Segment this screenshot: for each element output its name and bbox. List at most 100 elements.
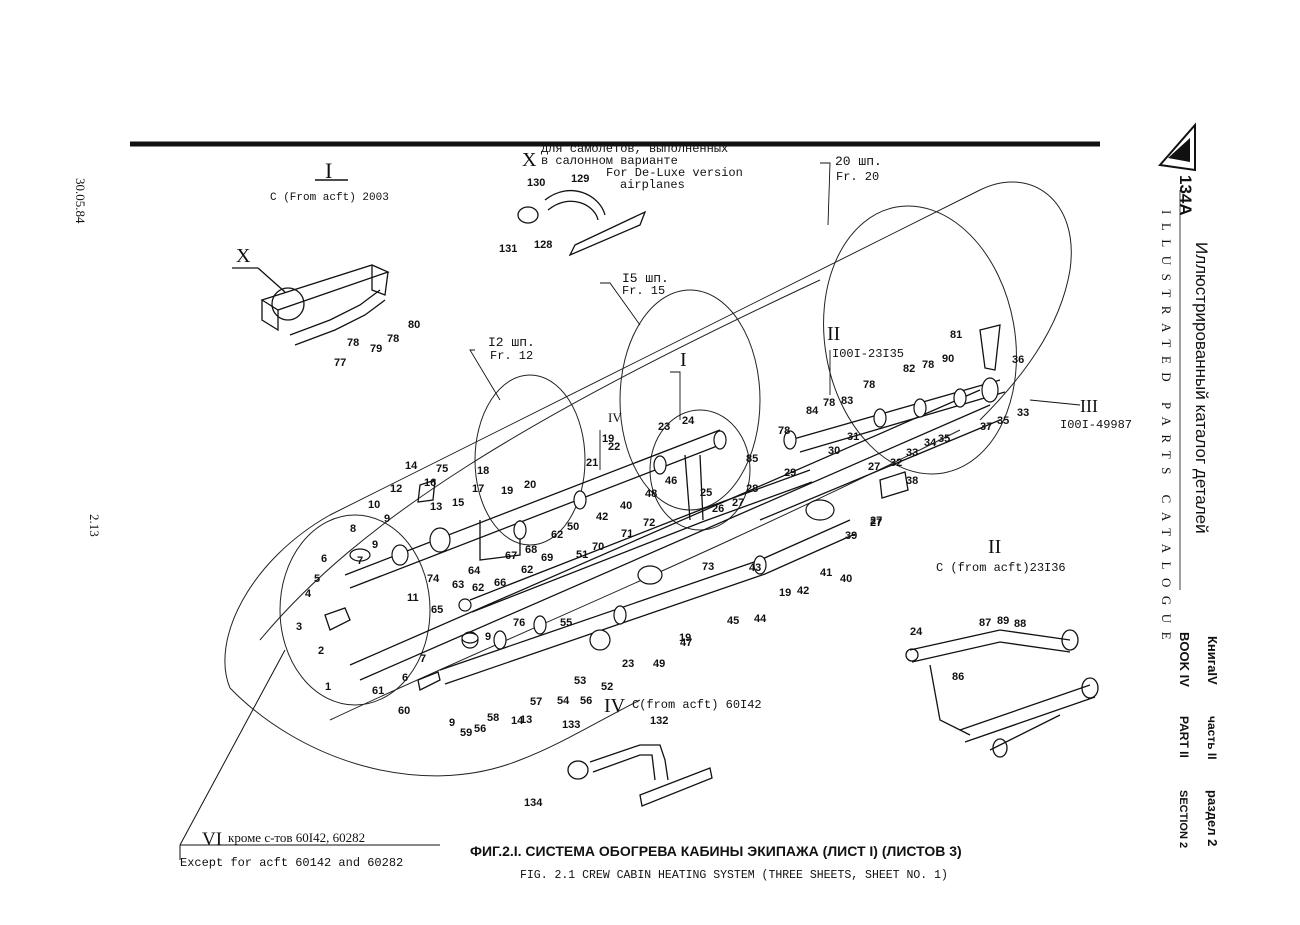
callout-number: 2 — [318, 645, 324, 657]
callout-number: 7 — [420, 653, 426, 665]
callout-number: 131 — [499, 243, 517, 255]
callout-number: 22 — [608, 441, 620, 453]
fuselage-outline — [224, 181, 1072, 777]
callout-number: 19 — [501, 485, 513, 497]
callout-number: 47 — [680, 637, 692, 649]
callout-number: 24 — [682, 415, 695, 427]
view-ii-detail-label: II — [988, 536, 1001, 558]
callout-number: 66 — [494, 577, 506, 589]
callout-number: 28 — [746, 483, 758, 495]
callout-number: 49 — [653, 658, 665, 670]
deluxe-note-ru-1: Для самолетов, выполненных — [541, 142, 728, 156]
callout-number: 37 — [980, 421, 992, 433]
callout-number: 48 — [645, 488, 657, 500]
view-i-label: I — [325, 158, 332, 183]
callout-number: 129 — [571, 173, 589, 185]
callout-number: 19 — [679, 632, 691, 644]
callout-number: 62 — [521, 564, 533, 576]
callout-number: 27 — [732, 497, 744, 509]
callout-number: 35 — [997, 415, 1009, 427]
callout-number: 64 — [468, 565, 481, 577]
view-i-small: I — [680, 349, 687, 371]
view-ii-range: I00I-23I35 — [832, 347, 904, 361]
inset-x-assembly — [232, 264, 390, 346]
callout-number: 33 — [906, 447, 918, 459]
callout-number: 27 — [870, 517, 882, 529]
callout-number: 27 — [870, 515, 882, 527]
callout-number: 15 — [452, 497, 464, 509]
callout-number: 32 — [890, 457, 902, 469]
callout-number: 23 — [658, 421, 670, 433]
callout-number: 1 — [325, 681, 331, 693]
callout-number: 87 — [979, 617, 991, 629]
callout-number: 9 — [449, 717, 455, 729]
callout-number: 5 — [314, 573, 320, 585]
callout-number: 88 — [1014, 618, 1026, 630]
callout-number: 134 — [524, 797, 543, 809]
callout-number: 71 — [621, 528, 633, 540]
duct-fittings — [349, 377, 999, 651]
callout-number: 20 — [524, 479, 536, 491]
frame-15-label: I5 шп. — [622, 271, 669, 286]
sidebar-title-ru: Иллюстрированный каталог деталей — [1192, 242, 1211, 534]
callout-number: 21 — [586, 457, 598, 469]
callout-number: 7 — [357, 555, 363, 567]
callout-number: 80 — [408, 319, 420, 331]
sidebar-part-ru: часть II — [1205, 716, 1219, 760]
callout-number: 68 — [525, 544, 537, 556]
view-x-top-label: X — [522, 149, 537, 171]
callout-number: 57 — [530, 696, 542, 708]
callout-number: 76 — [513, 617, 525, 629]
view-vi-label: VI — [202, 829, 222, 850]
callout-number: 8 — [350, 523, 356, 535]
view-vi-note-en: Except for acft 60142 and 60282 — [180, 856, 403, 870]
view-i-note: C (From acft) 2003 — [270, 192, 389, 204]
callout-number: 10 — [368, 499, 380, 511]
caption-ru: ФИГ.2.I. СИСТЕМА ОБОГРЕВА КАБИНЫ ЭКИПАЖА… — [470, 843, 962, 859]
callout-number: 27 — [868, 461, 880, 473]
callout-number: 81 — [950, 329, 962, 341]
callout-number: 17 — [472, 483, 484, 495]
callout-number: 19 — [602, 433, 614, 445]
callout-number: 3 — [296, 621, 302, 633]
callout-number: 90 — [942, 353, 954, 365]
callout-number: 19 — [779, 587, 791, 599]
sidebar-section-en: SECTION 2 — [1177, 790, 1189, 848]
callout-number: 78 — [863, 379, 875, 391]
caption-en: FIG. 2.1 CREW CABIN HEATING SYSTEM (THRE… — [520, 869, 948, 882]
callout-number: 29 — [784, 467, 796, 479]
callout-number: 56 — [474, 723, 486, 735]
callout-number: 84 — [806, 405, 819, 417]
callout-number: 16 — [424, 477, 436, 489]
frame-12-label: I2 шп. — [488, 335, 535, 350]
callout-number: 79 — [370, 343, 382, 355]
callout-number: 26 — [712, 503, 724, 515]
inset-iv-assembly — [567, 744, 713, 807]
view-iv-small: IV — [608, 410, 622, 425]
frame-12-en: Fr. 12 — [490, 349, 533, 363]
callout-number: 78 — [823, 397, 835, 409]
view-x-label: X — [236, 245, 251, 267]
callout-number: 13 — [430, 501, 442, 513]
callout-number: 33 — [1017, 407, 1029, 419]
view-iv-note: C(from acft) 60I42 — [632, 698, 762, 712]
callout-number: 78 — [922, 359, 934, 371]
view-iii-range: I00I-49987 — [1060, 418, 1132, 432]
callout-number: 9 — [485, 631, 491, 643]
sidebar-part-en: PART II — [1177, 716, 1191, 758]
callout-number: 25 — [700, 487, 712, 499]
callout-number: 42 — [797, 585, 809, 597]
airline-logo — [1158, 122, 1196, 172]
callout-number: 77 — [334, 357, 346, 369]
callout-number: 34 — [924, 437, 937, 449]
view-ii-detail-note: C (from acft)23I36 — [936, 561, 1066, 575]
callout-number: 65 — [431, 604, 443, 616]
sidebar-section-ru: раздел 2 — [1205, 790, 1220, 846]
inset-ii-assembly — [905, 629, 1099, 758]
callout-number: 11 — [407, 592, 419, 604]
callout-number: 67 — [505, 550, 517, 562]
callout-number: 128 — [534, 239, 552, 251]
callout-number: 58 — [487, 712, 499, 724]
callout-number: 24 — [910, 626, 923, 638]
